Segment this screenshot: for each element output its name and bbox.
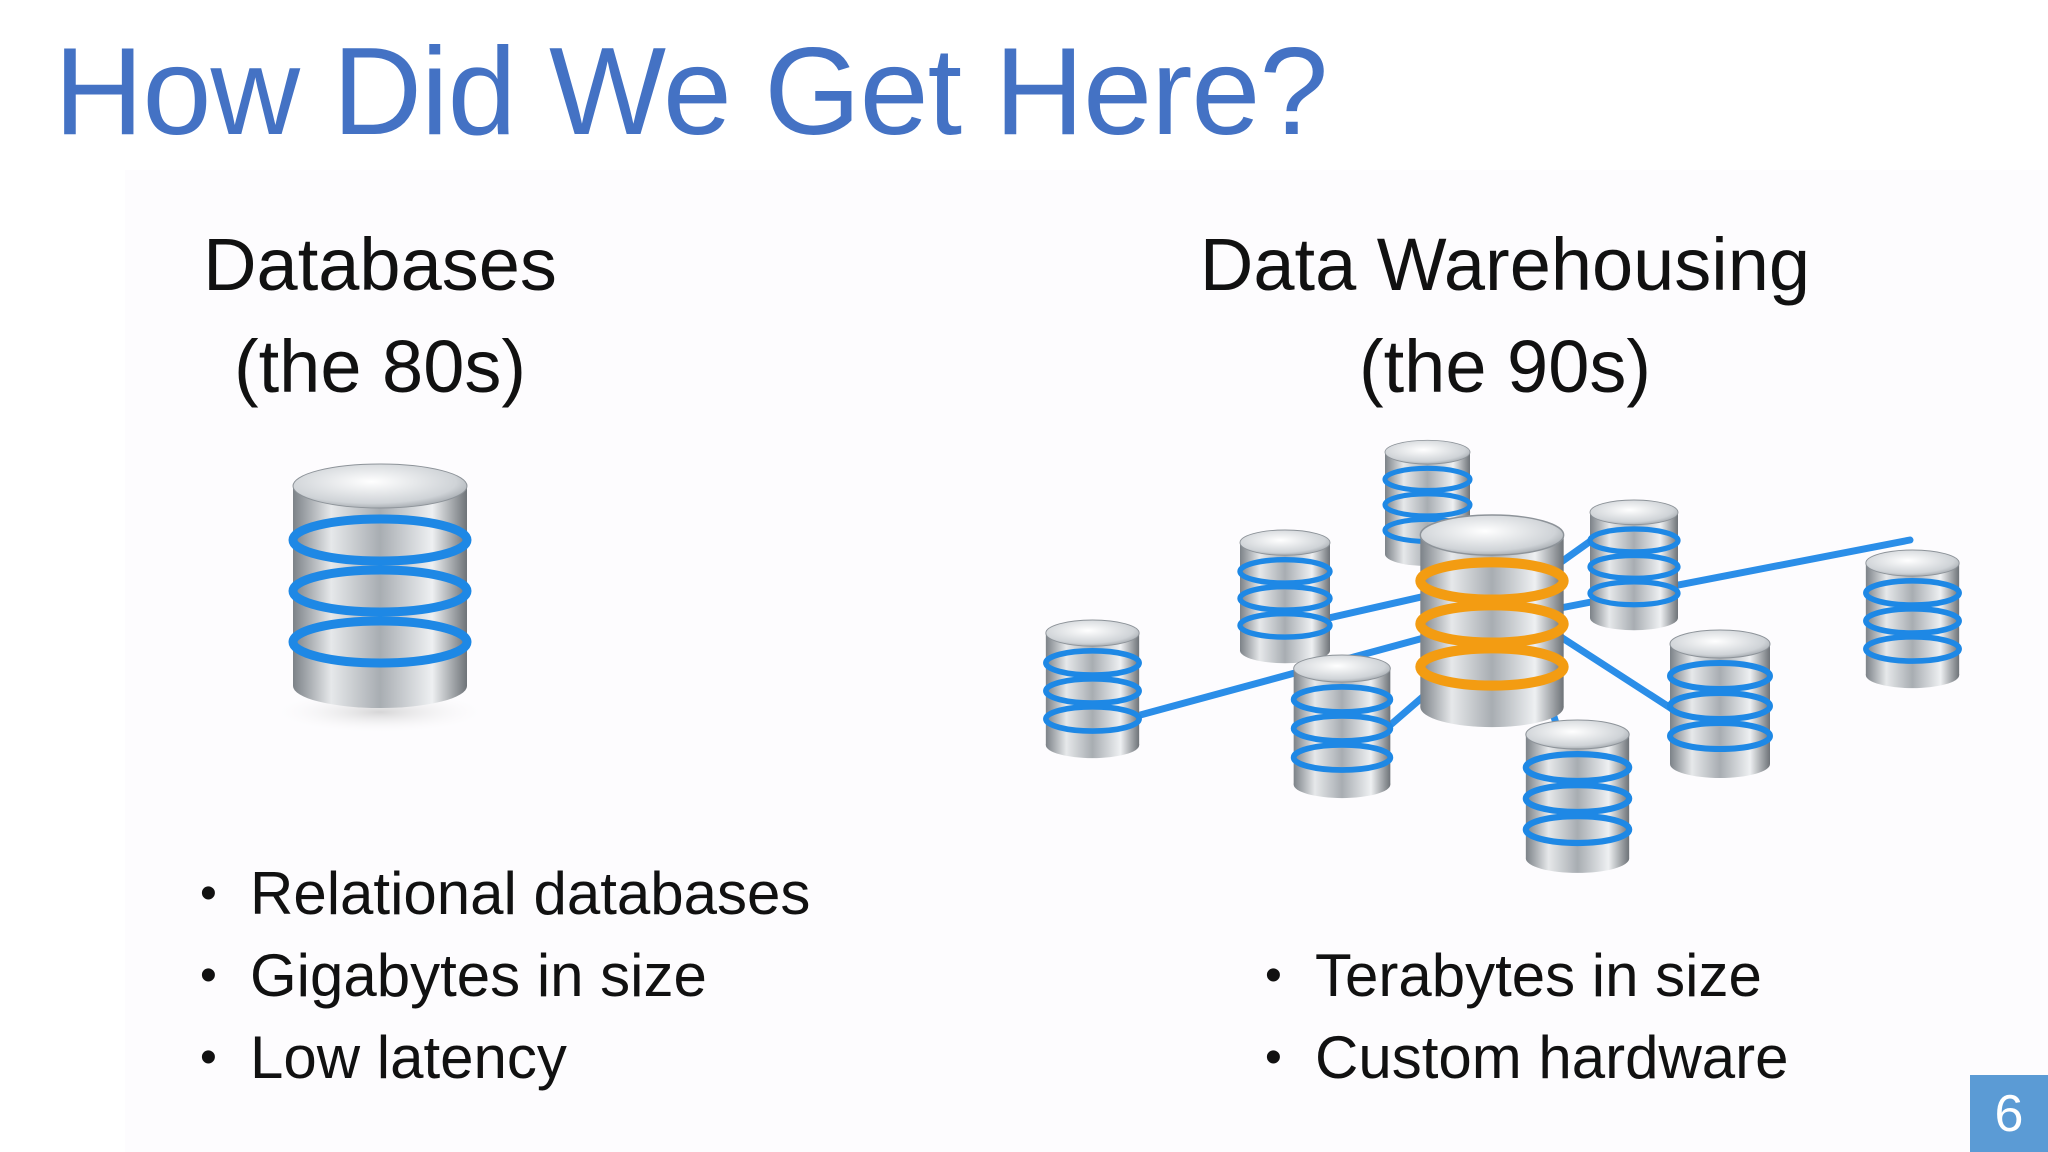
list-item-text: Custom hardware	[1315, 1024, 1789, 1091]
left-heading: Databases (the 80s)	[180, 214, 580, 418]
list-item-text: Low latency	[250, 1024, 567, 1091]
list-item: • Terabytes in size	[1265, 935, 1789, 1017]
database-network-icon	[1030, 420, 2030, 940]
list-item: • Relational databases	[200, 853, 810, 935]
bullet-icon: •	[200, 949, 217, 1002]
list-item: • Custom hardware	[1265, 1017, 1789, 1099]
list-item-text: Terabytes in size	[1315, 942, 1762, 1009]
left-heading-line1: Databases	[203, 223, 557, 306]
bullet-icon: •	[200, 867, 217, 920]
bullet-icon: •	[200, 1031, 217, 1084]
right-heading: Data Warehousing (the 90s)	[1150, 214, 1860, 418]
left-heading-line2: (the 80s)	[233, 325, 527, 408]
database-stack-icon	[270, 463, 490, 734]
list-item-text: Gigabytes in size	[250, 942, 707, 1009]
page-number-badge: 6	[1970, 1075, 2048, 1152]
bullet-icon: •	[1265, 1031, 1282, 1084]
right-bullet-list: • Terabytes in size • Custom hardware	[1265, 935, 1789, 1099]
right-heading-line1: Data Warehousing	[1199, 223, 1811, 306]
list-item: • Gigabytes in size	[200, 935, 810, 1017]
bullet-icon: •	[1265, 949, 1282, 1002]
left-bullet-list: • Relational databases • Gigabytes in size…	[200, 853, 810, 1099]
list-item-text: Relational databases	[250, 860, 811, 927]
right-heading-line2: (the 90s)	[1358, 325, 1652, 408]
slide-title: How Did We Get Here?	[54, 23, 1328, 161]
list-item: • Low latency	[200, 1017, 810, 1099]
